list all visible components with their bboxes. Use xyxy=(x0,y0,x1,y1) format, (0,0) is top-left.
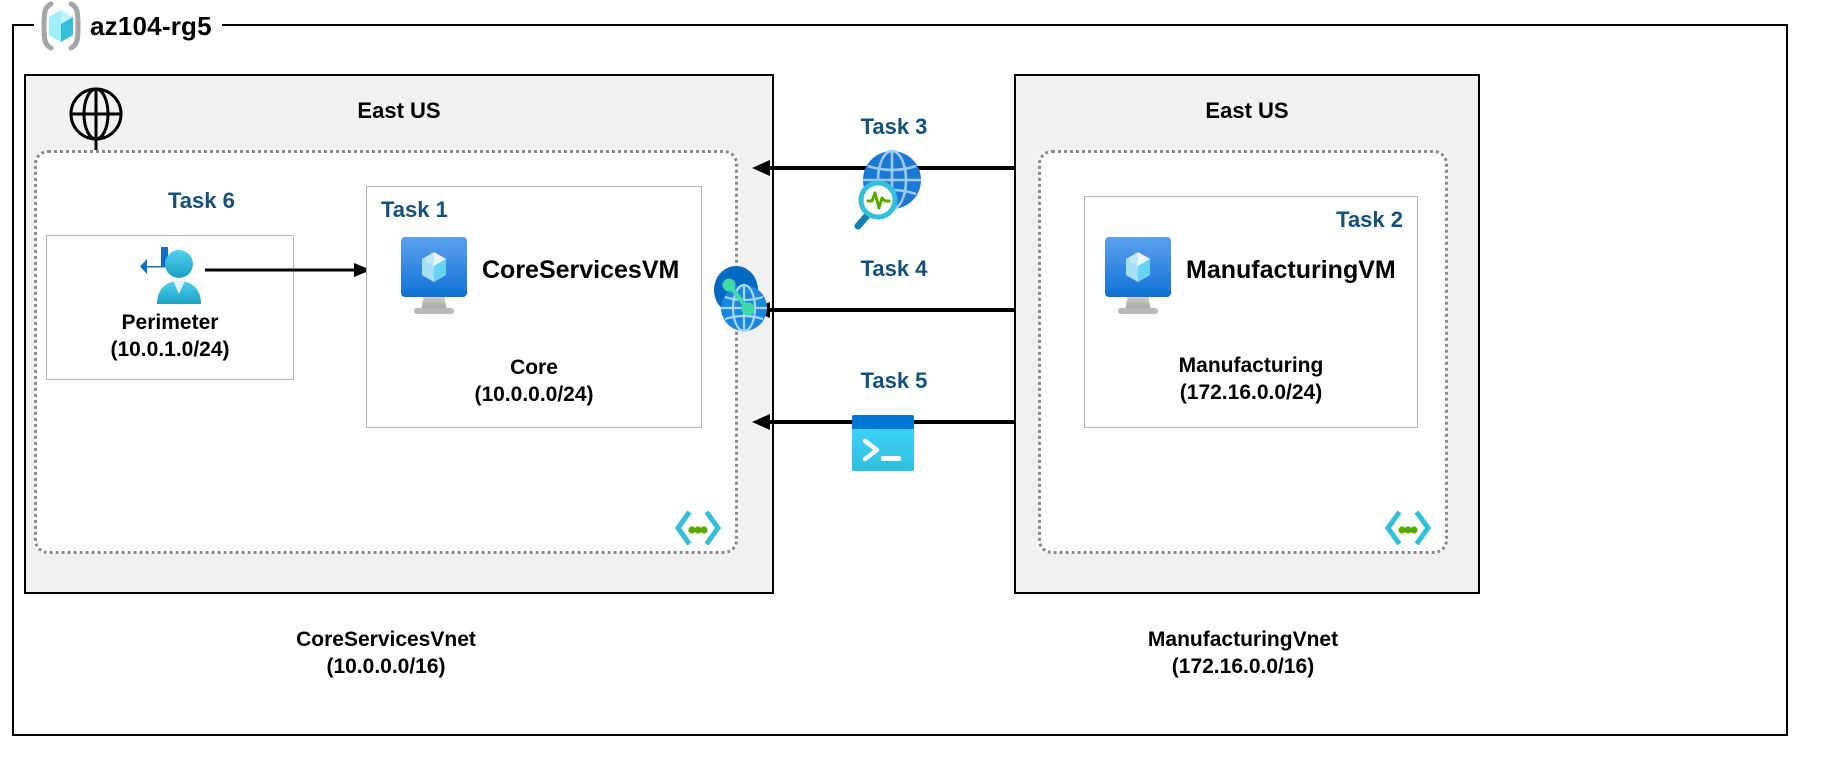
vnet-caption-manufacturing: ManufacturingVnet (172.16.0.0/16) xyxy=(1147,628,1339,678)
task-label-5: Task 5 xyxy=(860,368,928,393)
task-label-4: Task 4 xyxy=(860,256,928,281)
subnet-caption-perimeter: Perimeter (10.0.1.0/24) xyxy=(110,311,230,361)
subnet-caption-core: Core (10.0.0.0/24) xyxy=(474,356,594,406)
region-title-left: East US xyxy=(357,98,441,123)
bastion-user-icon xyxy=(135,240,211,316)
vnet-brackets-icon xyxy=(1384,510,1432,546)
resource-group-name: az104-rg5 xyxy=(90,10,212,41)
vnet-peering-icon-left xyxy=(708,262,776,340)
vnet-brackets-icon xyxy=(674,510,722,546)
vm-name-manufacturing: ManufacturingVM xyxy=(1186,256,1396,284)
vm-name-coreservices: CoreServicesVM xyxy=(482,256,680,284)
resource-group-cube-icon xyxy=(38,1,84,51)
subnet-caption-manufacturing: Manufacturing (172.16.0.0/24) xyxy=(1178,354,1324,404)
task-label-2: Task 2 xyxy=(1336,207,1403,232)
virtual-machine-icon xyxy=(1104,236,1172,320)
virtual-machine-icon xyxy=(400,236,468,320)
network-watcher-globe-icon xyxy=(840,148,930,232)
task-label-1: Task 1 xyxy=(381,197,448,222)
vnet-caption-coreservices: CoreServicesVnet (10.0.0.0/16) xyxy=(296,628,476,678)
region-title-right: East US xyxy=(1205,98,1289,123)
resource-group-label: az104-rg5 xyxy=(34,0,222,52)
connector-perimeter-to-core xyxy=(205,258,373,282)
cloud-shell-terminal-icon xyxy=(852,415,914,471)
internet-globe-icon xyxy=(68,86,124,142)
task-label-3: Task 3 xyxy=(860,114,928,139)
task-label-6: Task 6 xyxy=(168,188,235,213)
connector-task4 xyxy=(752,298,1036,322)
